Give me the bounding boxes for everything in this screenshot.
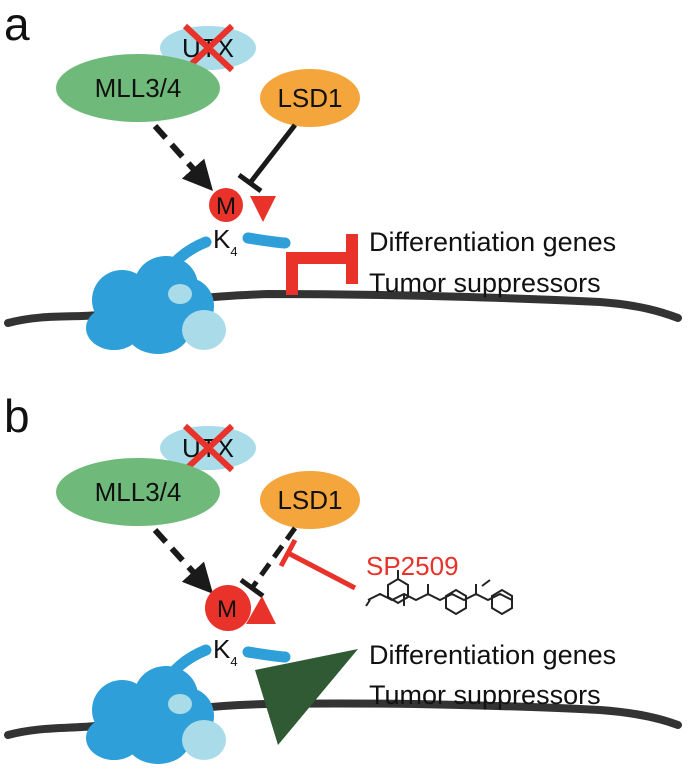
mll-to-mark-arrow-a [152, 124, 213, 191]
methyl-label-a: M [216, 193, 236, 220]
activation-wedge-b [255, 649, 358, 745]
genes-line2-a: Tumor suppressors [369, 268, 601, 298]
panel-a: a UTX MLL3/4 LSD1 [4, 0, 682, 354]
mll-node-b: MLL3/4 [56, 458, 220, 526]
lsd1-demethylation-line-b [239, 526, 298, 599]
mll-to-mark-arrow-b [152, 527, 214, 594]
utx-deleted-cross-b [182, 423, 235, 473]
mll-node-a: MLL3/4 [56, 54, 220, 122]
histone-tail-right-b [242, 646, 291, 663]
nucleosome-a [86, 256, 226, 354]
mll-label-a: MLL3/4 [95, 73, 182, 103]
sp2509-label: SP2509 [366, 551, 459, 581]
genes-line1-a: Differentiation genes [369, 227, 616, 257]
lsd1-label-a: LSD1 [277, 83, 342, 113]
nucleosome-b [86, 666, 226, 764]
mark-removal-arrowhead-a [250, 196, 276, 222]
lsd1-demethylation-line-a [237, 123, 297, 194]
lsd1-node-a: LSD1 [260, 69, 360, 127]
lysine-label-b: K4 [213, 634, 238, 669]
lysine-label-a: K4 [213, 224, 238, 259]
sp2509-structure-icon [365, 570, 513, 616]
panel-b-letter: b [4, 390, 30, 442]
genes-line2-b: Tumor suppressors [369, 680, 601, 710]
mark-retained-arrowhead-b [246, 596, 276, 624]
methyl-mark-a: M [209, 188, 243, 222]
mll-label-b: MLL3/4 [95, 477, 182, 507]
sp2509-inhibition-line [278, 538, 357, 591]
utx-deleted-cross-a [182, 23, 235, 73]
repression-bracket-a [286, 234, 358, 295]
histone-tail-right-a [242, 232, 291, 249]
panel-b: b UTX MLL3/4 LSD1 [4, 390, 682, 764]
lsd1-node-b: LSD1 [260, 471, 360, 529]
methyl-label-b: M [217, 596, 237, 623]
panel-a-letter: a [4, 0, 30, 50]
methyl-mark-b: M [205, 585, 251, 631]
genes-line1-b: Differentiation genes [369, 640, 616, 670]
lsd1-label-b: LSD1 [277, 485, 342, 515]
